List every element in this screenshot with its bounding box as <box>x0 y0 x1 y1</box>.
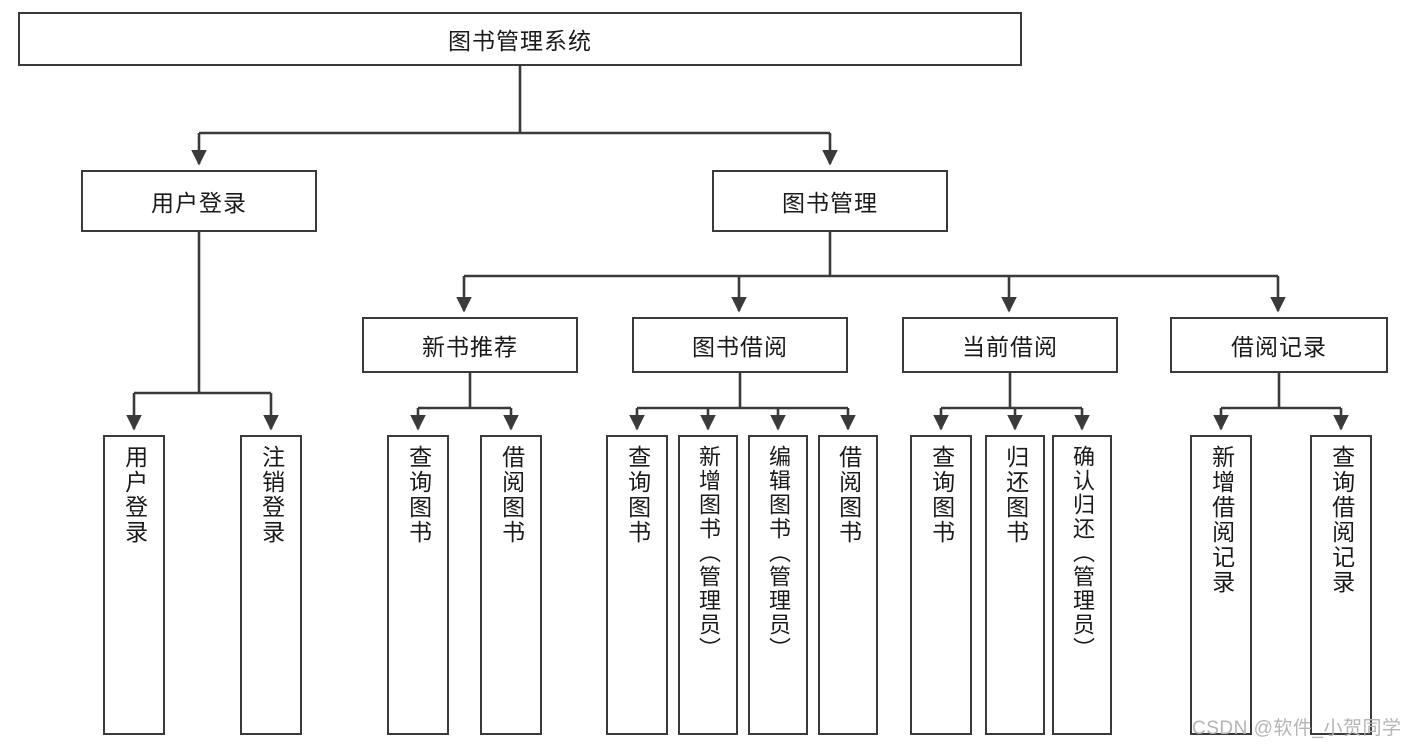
node-label: 确认归还（管理员） <box>1069 445 1095 661</box>
node-label: 查询借阅记录 <box>1328 445 1355 595</box>
node-label: 查询图书 <box>928 445 955 545</box>
node-label: 借阅图书 <box>498 445 525 545</box>
leaf-query-book-recommend[interactable]: 查询图书 <box>387 435 449 735</box>
node-label: 图书借阅 <box>692 334 788 360</box>
leaf-borrow-book[interactable]: 借阅图书 <box>818 435 878 735</box>
node-label: 注销登录 <box>258 445 285 545</box>
watermark: CSDN @软件_小贺同学 <box>1192 718 1402 739</box>
node-label: 用户登录 <box>151 190 247 216</box>
node-borrow-record[interactable]: 借阅记录 <box>1170 317 1388 373</box>
leaf-return-book[interactable]: 归还图书 <box>985 435 1045 735</box>
node-label: 查询图书 <box>405 445 432 545</box>
leaf-confirm-return-admin[interactable]: 确认归还（管理员） <box>1052 435 1112 735</box>
node-label: 查询图书 <box>624 445 651 545</box>
node-label: 归还图书 <box>1002 445 1029 545</box>
leaf-edit-book-admin[interactable]: 编辑图书（管理员） <box>748 435 808 735</box>
node-label: 借阅图书 <box>835 445 862 545</box>
node-new-book-recommend[interactable]: 新书推荐 <box>362 317 578 373</box>
node-user-login[interactable]: 用户登录 <box>81 170 317 232</box>
node-label: 当前借阅 <box>962 334 1058 360</box>
node-book-borrow[interactable]: 图书借阅 <box>632 317 848 373</box>
node-label: 用户登录 <box>121 445 148 545</box>
leaf-query-borrow-record[interactable]: 查询借阅记录 <box>1310 435 1372 735</box>
leaf-query-book-borrow[interactable]: 查询图书 <box>606 435 668 735</box>
node-book-management[interactable]: 图书管理 <box>712 170 948 232</box>
leaf-logout[interactable]: 注销登录 <box>240 435 302 735</box>
leaf-add-borrow-record[interactable]: 新增借阅记录 <box>1190 435 1252 735</box>
leaf-query-book-current[interactable]: 查询图书 <box>910 435 972 735</box>
node-label: 编辑图书（管理员） <box>765 445 791 661</box>
node-label: 借阅记录 <box>1231 334 1327 360</box>
leaf-borrow-book-recommend[interactable]: 借阅图书 <box>480 435 542 735</box>
node-label: 新增借阅记录 <box>1208 445 1235 595</box>
node-label: 图书管理 <box>782 190 878 216</box>
node-current-borrow[interactable]: 当前借阅 <box>902 317 1118 373</box>
node-root-system[interactable]: 图书管理系统 <box>18 12 1022 66</box>
node-label: 图书管理系统 <box>448 28 592 54</box>
leaf-add-book-admin[interactable]: 新增图书（管理员） <box>678 435 738 735</box>
leaf-user-login[interactable]: 用户登录 <box>103 435 165 735</box>
node-label: 新书推荐 <box>422 334 518 360</box>
node-label: 新增图书（管理员） <box>695 445 721 661</box>
